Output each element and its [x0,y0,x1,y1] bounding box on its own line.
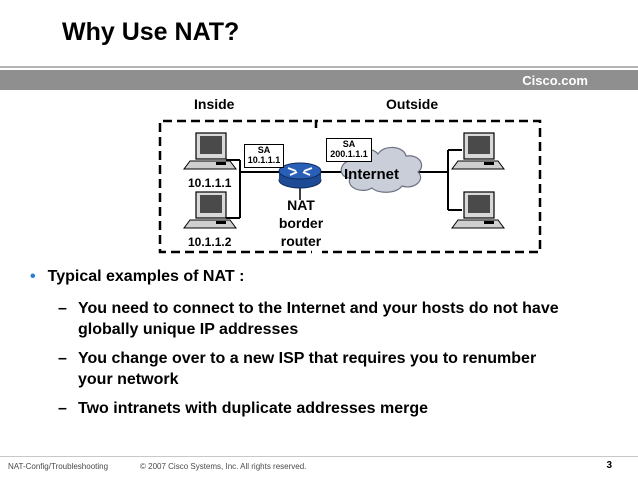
internet-label: Internet [344,166,400,183]
list-item: – You need to connect to the Internet an… [58,298,559,340]
sa-inside-box: SA 10.1.1.1 [244,144,284,168]
dash-marker: – [58,400,67,417]
router-label-line: NAT [287,197,315,213]
router-label: NAT border router [276,196,326,250]
router-label-line: router [280,233,322,249]
footer-copyright: © 2007 Cisco Systems, Inc. All rights re… [140,462,307,471]
sa-outside-label: SA [342,139,356,149]
page-number: 3 [606,460,612,471]
outside-boundary [314,119,542,254]
list-item-line: globally unique IP addresses [78,321,299,338]
workstation-icon [183,191,237,229]
sa-inside-value: 10.1.1.1 [247,155,281,165]
workstation-icon [183,132,237,170]
list-item: – Two intranets with duplicate addresses… [58,398,428,419]
dash-marker: – [58,350,67,367]
bullet-marker: • [30,268,36,285]
inside-label: Inside [194,96,235,112]
header-band [0,70,638,90]
list-item-line: You change over to a new ISP that requir… [78,350,537,367]
list-item-line: your network [78,371,179,388]
sa-outside-value: 200.1.1.1 [330,149,368,159]
inside-boundary [158,119,312,254]
footer-course: NAT-Config/Troubleshooting [8,462,109,471]
dash-marker: – [58,300,67,317]
main-bullet-text: Typical examples of NAT : [47,268,245,285]
workstation-icon [451,132,505,170]
sa-inside-label: SA [257,145,271,155]
list-item: – You change over to a new ISP that requ… [58,348,536,390]
footer-divider [0,456,638,457]
host1-ip: 10.1.1.1 [188,176,232,190]
list-item-line: You need to connect to the Internet and … [78,300,559,317]
slide-title: Why Use NAT? [62,18,240,46]
sa-outside-box: SA 200.1.1.1 [326,138,372,162]
brand-logo: Cisco.com [522,73,588,88]
header-divider [0,66,638,68]
list-item-line: Two intranets with duplicate addresses m… [78,400,429,417]
router-icon [278,162,322,189]
host2-ip: 10.1.1.2 [188,235,232,249]
workstation-icon [451,191,505,229]
router-label-line: border [278,215,324,231]
main-bullet: • Typical examples of NAT : [30,268,244,286]
outside-label: Outside [386,96,439,112]
